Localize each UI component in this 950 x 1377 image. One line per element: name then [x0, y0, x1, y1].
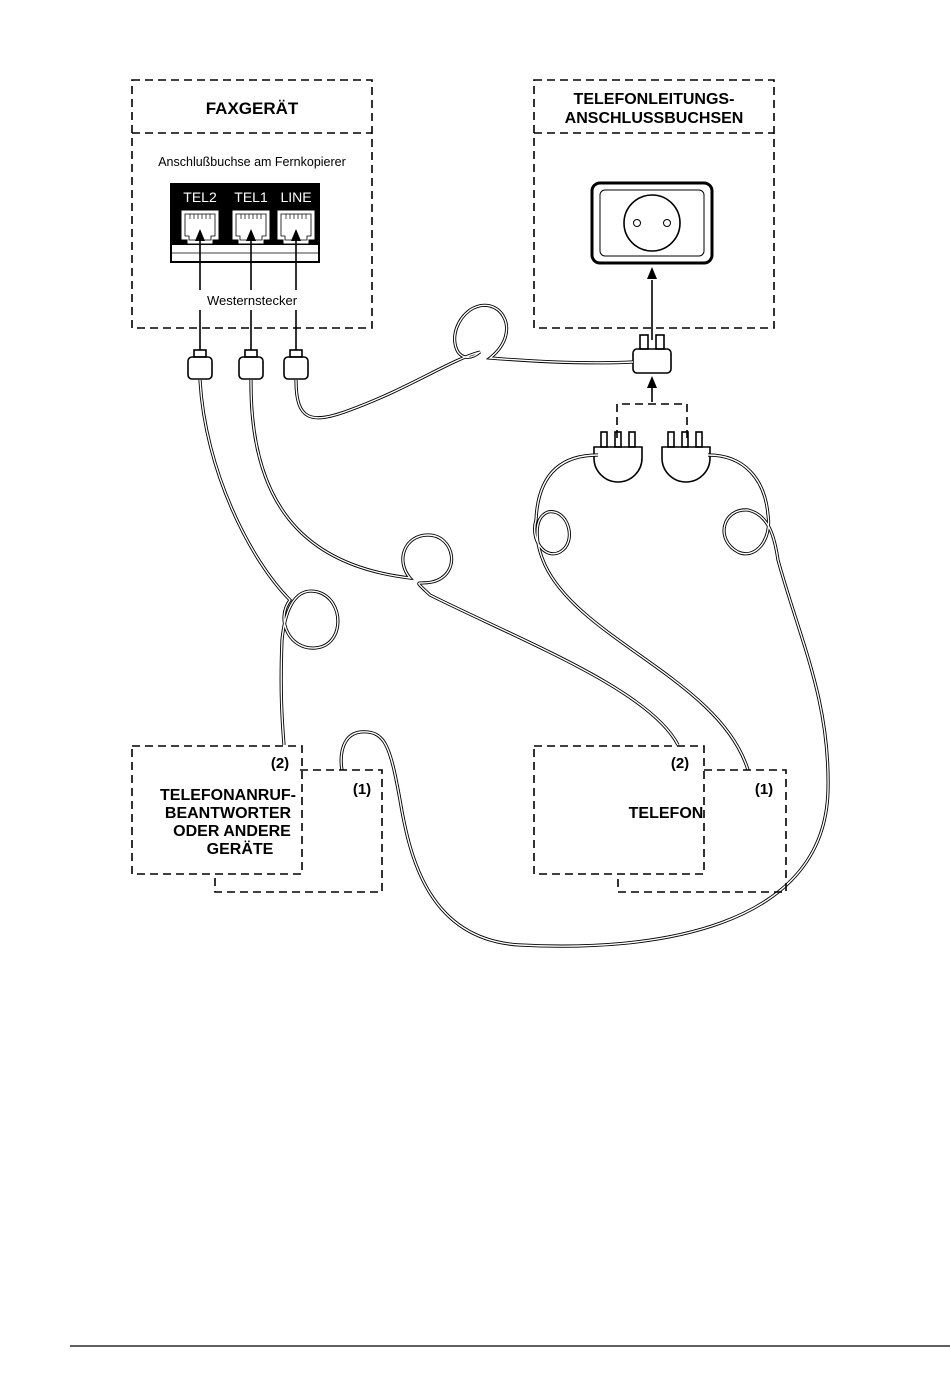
fax-device: FAXGERÄT Anschlußbuchse am Fernkopierer … — [132, 80, 372, 328]
answering-label-line3: ODER ANDERE — [173, 823, 291, 840]
cable-splitter-to-telephone — [535, 455, 748, 770]
telephone-port-2: (2) — [671, 755, 689, 772]
wall-title-line1: TELEFONLEITUNGS- — [574, 91, 735, 108]
telephone-port-1: (1) — [755, 781, 773, 798]
answering-port-1: (1) — [353, 781, 371, 798]
cable-splitter-to-answering — [341, 455, 828, 946]
answering-port-2: (2) — [271, 755, 289, 772]
splitter — [594, 404, 710, 482]
wall-outlet-icon — [592, 183, 712, 263]
splitter-plug-right — [662, 432, 710, 482]
plug-line — [284, 350, 308, 379]
cable-line-to-wall — [296, 305, 633, 417]
western-plug-label: Westernstecker — [207, 293, 298, 308]
answering-machine-box: (2) (1) TELEFONANRUF- BEANTWORTER ODER A… — [132, 746, 382, 892]
port-label-tel1: TEL1 — [234, 189, 268, 205]
plug-tel1 — [239, 350, 263, 379]
wall-socket-box: TELEFONLEITUNGS- ANSCHLUSSBUCHSEN — [534, 80, 774, 340]
answering-label-line4: GERÄTE — [207, 840, 274, 858]
fax-title: FAXGERÄT — [206, 99, 299, 118]
western-plugs — [188, 328, 308, 379]
cables — [200, 305, 828, 946]
splitter-plug-left — [594, 432, 642, 482]
port-label-line: LINE — [280, 189, 311, 205]
port-label-tel2: TEL2 — [183, 189, 217, 205]
plug-tel2 — [188, 350, 212, 379]
wall-title-line2: ANSCHLUSSBUCHSEN — [565, 110, 744, 127]
answering-label-line1: TELEFONANRUF- — [160, 787, 296, 804]
fax-socket-caption: Anschlußbuchse am Fernkopierer — [158, 155, 346, 169]
cable-tel1-to-telephone — [251, 380, 678, 745]
telephone-title: TELEFON — [629, 805, 704, 822]
wall-plug-adapter — [633, 335, 671, 402]
cable-tel2-to-answering — [200, 380, 338, 745]
answering-label-line2: BEANTWORTER — [165, 805, 292, 822]
